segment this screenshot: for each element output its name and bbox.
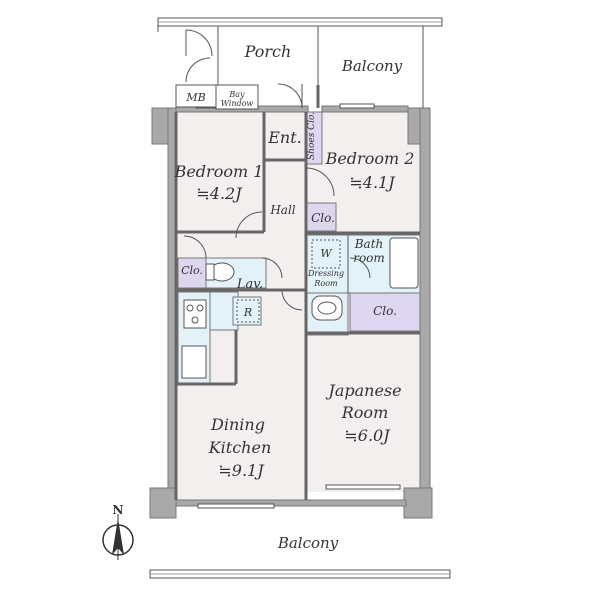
- dressing-label-1: Dressing: [307, 269, 344, 278]
- shoes-closet-label: Shoes Clo.: [307, 112, 317, 160]
- dressing-label-2: Room: [313, 279, 338, 288]
- porch-label: Porch: [244, 42, 292, 61]
- bay-window-label-1: Bay: [228, 90, 245, 99]
- japanese-room-name-1: Japanese: [325, 381, 401, 400]
- hall-label: Hall: [269, 203, 295, 217]
- bedroom1-area: ≒4.2J: [196, 184, 243, 203]
- dining-kitchen-name-1: Dining: [210, 415, 265, 434]
- bedroom1-name: Bedroom 1: [174, 162, 264, 181]
- lavatory-label: Lav.: [236, 277, 263, 292]
- bathroom-label-2: room: [353, 251, 385, 265]
- balcony-top-label: Balcony: [341, 57, 403, 75]
- balcony-bottom-label: Balcony: [277, 534, 339, 552]
- mb-bay-box: [175, 84, 259, 110]
- washer-label: W: [320, 247, 333, 260]
- refrigerator-label: R: [243, 306, 252, 319]
- closets: [177, 111, 421, 332]
- bedroom2-area: ≒4.1J: [349, 173, 396, 192]
- closet-bed1-label: Clo.: [181, 264, 203, 277]
- bay-window-label-2: Window: [221, 99, 254, 108]
- compass-north-label: N: [113, 503, 124, 517]
- entrance-label: Ent.: [267, 128, 302, 147]
- bathroom-label-1: Bath: [354, 237, 384, 251]
- japanese-room-area: ≒6.0J: [344, 426, 391, 445]
- compass-icon: N: [102, 503, 134, 560]
- dining-kitchen-area: ≒9.1J: [218, 461, 265, 480]
- mb-label: MB: [185, 91, 205, 104]
- bottom-balcony-rail: [149, 569, 451, 579]
- door-swings: [183, 29, 371, 311]
- dining-kitchen-name-2: Kitchen: [208, 438, 272, 457]
- top-balcony-rail: [157, 17, 443, 27]
- fixtures: [181, 235, 419, 379]
- bedroom2-name: Bedroom 2: [325, 149, 415, 168]
- closet-bed2-label: Clo.: [311, 211, 335, 225]
- japanese-room-name-2: Room: [341, 403, 388, 422]
- closet-japanese-label: Clo.: [373, 304, 397, 318]
